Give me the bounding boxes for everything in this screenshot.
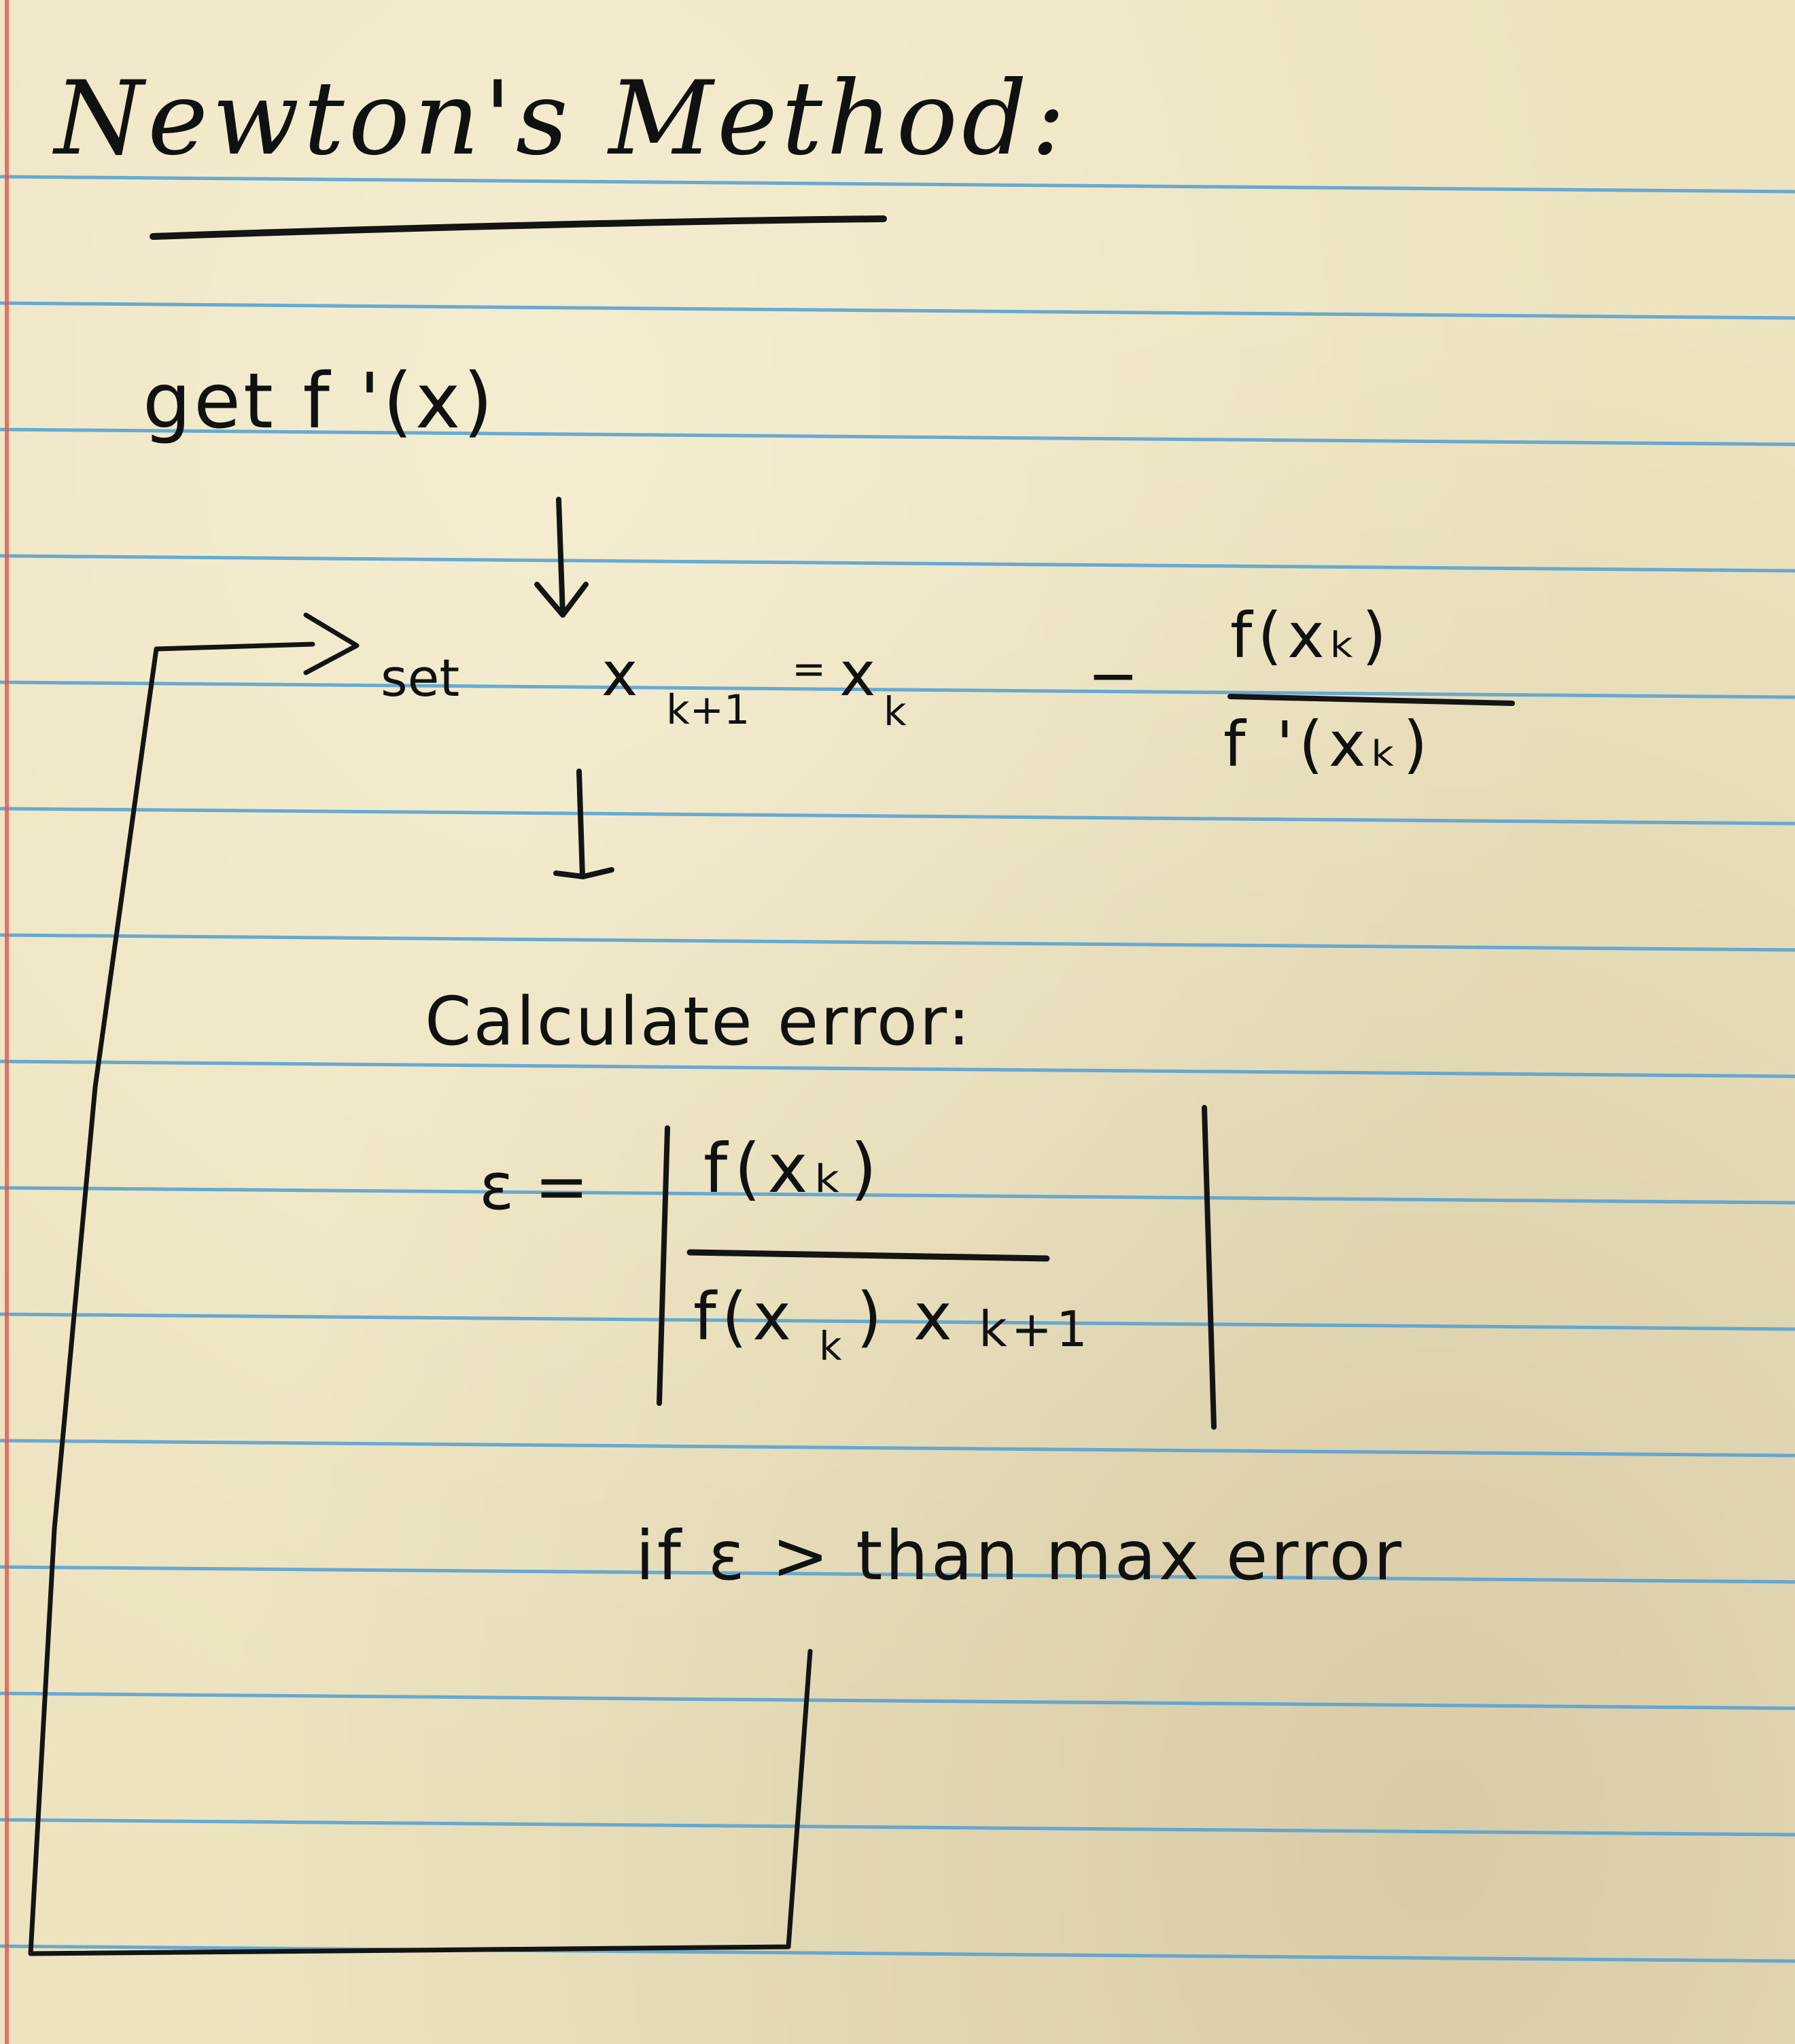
rule-line	[0, 175, 1795, 194]
rule-line	[0, 1944, 1795, 1963]
error-fraction-denominator: f(x k ) x k+1	[693, 1284, 1305, 1379]
error-lhs: ε =	[479, 1150, 589, 1224]
arrow-down-1	[556, 497, 565, 618]
error-fraction-numerator: f(xₖ)	[703, 1129, 884, 1208]
rule-line	[0, 1565, 1795, 1584]
calc-error-label: Calculate error:	[425, 983, 973, 1061]
arrow-down-1-head	[534, 582, 589, 618]
rule-line	[0, 554, 1795, 573]
error-fraction-bar	[686, 1249, 1050, 1262]
error-formula: ε = f(xₖ) f(x k ) x k+1	[469, 1135, 1285, 1427]
update-minus: −	[1087, 640, 1139, 711]
error-den-sub-1: k	[819, 1323, 842, 1369]
rule-line	[0, 1312, 1795, 1331]
update-fraction-denominator: f '(xₖ)	[1223, 708, 1433, 781]
update-rhs-sub: k	[884, 688, 907, 735]
rule-line	[0, 680, 1795, 699]
note-title: Newton's Method:	[54, 60, 1070, 178]
loop-back-line	[28, 641, 813, 1956]
update-fraction-bar	[1227, 694, 1515, 706]
abs-bar-left	[657, 1125, 670, 1406]
loop-arrow-head	[303, 612, 360, 675]
rule-line	[0, 301, 1795, 320]
rule-line	[0, 933, 1795, 952]
rule-line	[0, 427, 1795, 446]
loop-condition: if ε > than max error	[635, 1516, 1404, 1596]
update-rhs-var: x	[839, 639, 876, 710]
update-prefix: set	[381, 648, 460, 708]
error-den-part-1: f(x	[693, 1279, 797, 1355]
arrow-down-2-head	[553, 867, 614, 879]
arrow-down-2	[576, 769, 585, 879]
update-lhs-sub: k+1	[666, 686, 750, 734]
update-fraction-numerator: f(xₖ)	[1230, 599, 1392, 672]
step-get-derivative: get f '(x)	[143, 357, 496, 446]
rule-line	[0, 807, 1795, 826]
error-den-sub-2: k+1	[979, 1301, 1092, 1358]
rule-line	[0, 1818, 1795, 1837]
title-underline	[150, 215, 887, 240]
rule-line	[0, 1691, 1795, 1710]
rule-line	[0, 1186, 1795, 1205]
rule-line	[0, 1439, 1795, 1458]
update-lhs-var: x	[602, 639, 638, 710]
update-formula: set x k+1 = x k − f(xₖ) f '(xₖ)	[381, 605, 1536, 849]
rule-line	[0, 1059, 1795, 1078]
error-den-part-2: ) x	[856, 1279, 958, 1355]
update-eq: =	[792, 646, 826, 693]
abs-bar-right	[1202, 1105, 1217, 1430]
